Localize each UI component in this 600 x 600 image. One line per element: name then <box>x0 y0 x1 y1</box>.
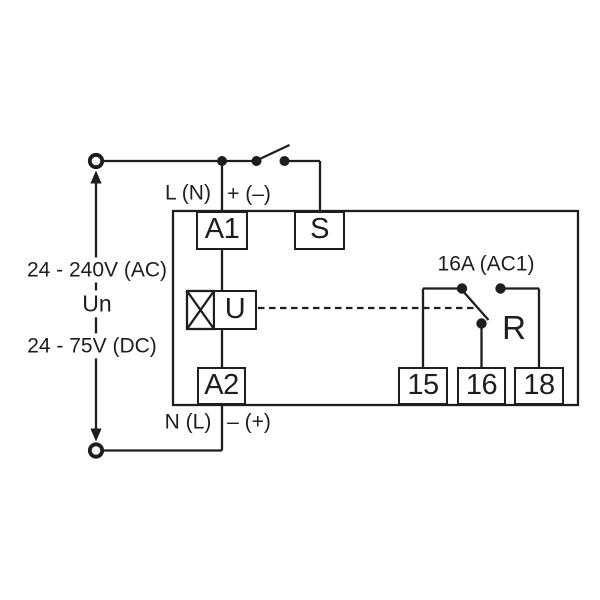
voltage-unit-label: U <box>224 292 246 325</box>
contact-blade-icon <box>461 289 490 321</box>
voltage-unit-box: U <box>213 290 257 330</box>
relay-contact <box>421 283 541 369</box>
neutral-wire-label: N (L) <box>164 410 212 434</box>
terminal-a1: A1 <box>196 211 248 250</box>
arrow-down-icon <box>90 428 102 442</box>
line-wire-label: L (N) <box>165 181 211 205</box>
coil-symbol-icon <box>185 289 216 331</box>
supply-dc-range-label: 24 - 75V (DC) <box>23 333 161 359</box>
switch-blade-icon <box>256 143 290 162</box>
supply-ac-range-label: 24 - 240V (AC) <box>22 257 172 283</box>
supply-terminal-top-icon <box>87 152 105 170</box>
device-outline <box>171 209 580 407</box>
control-wiring <box>103 143 322 212</box>
terminal-18-label: 18 <box>523 368 555 401</box>
supply-terminal-bottom-icon <box>87 442 105 459</box>
switch-contact-dot <box>279 156 290 166</box>
negative-wire-label: – (+) <box>227 410 271 434</box>
terminal-a2: A2 <box>197 367 246 405</box>
terminal-s: S <box>294 211 345 250</box>
contact-dot-18 <box>495 283 506 294</box>
arrow-up-icon <box>90 170 102 184</box>
contact-dot-15 <box>456 283 468 294</box>
terminal-15-label: 15 <box>407 368 439 401</box>
terminal-15: 15 <box>398 367 448 405</box>
terminal-a2-label: A2 <box>204 368 239 401</box>
relay-label: R <box>502 308 526 346</box>
terminal-18: 18 <box>514 367 564 405</box>
supply-nominal-label: Un <box>76 290 118 318</box>
switch-contact-dot <box>251 156 262 166</box>
positive-wire-label: + (–) <box>227 182 271 206</box>
internal-wiring <box>102 161 224 452</box>
terminal-16-label: 16 <box>465 368 498 401</box>
terminal-16: 16 <box>457 367 506 405</box>
terminal-s-label: S <box>310 213 329 245</box>
contact-dot-16 <box>476 318 487 329</box>
relay-rating-label: 16A (AC1) <box>437 252 535 276</box>
terminal-a1-label: A1 <box>204 213 240 245</box>
